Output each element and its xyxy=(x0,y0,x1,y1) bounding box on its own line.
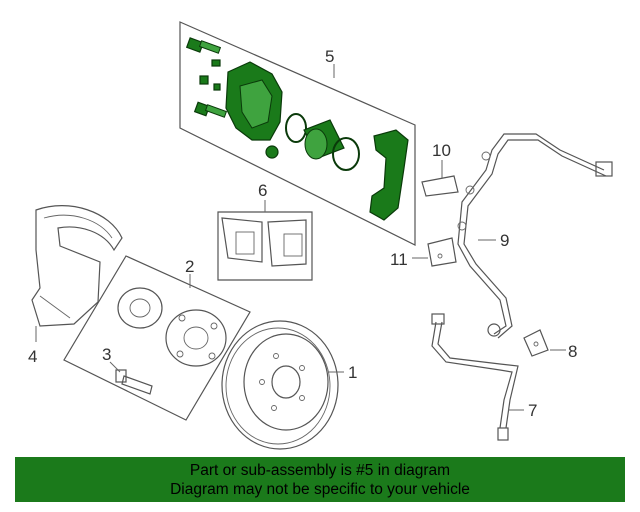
label-8: 8 xyxy=(568,342,577,361)
caliper-assembly-box xyxy=(179,21,416,246)
hub-bolt xyxy=(115,369,153,395)
brake-pad-left xyxy=(221,217,263,263)
brake-pads-box xyxy=(217,211,313,281)
label-2: 2 xyxy=(185,257,194,276)
parts-diagram: 5 6 4 xyxy=(28,21,613,450)
wheel-hub xyxy=(117,287,227,367)
info-banner: Part or sub-assembly is #5 in diagram Di… xyxy=(15,457,625,502)
caliper-boot xyxy=(265,145,279,159)
banner-line-1: Part or sub-assembly is #5 in diagram xyxy=(189,462,451,479)
guide-pin-bolt xyxy=(185,37,222,54)
sensor-head xyxy=(487,323,501,337)
label-4: 4 xyxy=(28,347,37,366)
hub-assembly-group[interactable] xyxy=(63,255,251,421)
label-9: 9 xyxy=(500,231,509,250)
hub-assembly-box xyxy=(63,255,251,421)
caliper-piston xyxy=(303,119,345,160)
bracket-11[interactable] xyxy=(427,237,457,267)
lower-bolt xyxy=(193,101,228,118)
caliper-assembly-group[interactable] xyxy=(179,21,416,246)
brake-rotor[interactable] xyxy=(221,320,339,450)
label-3: 3 xyxy=(102,345,111,364)
caliper-detail xyxy=(239,79,273,129)
bracket-10[interactable] xyxy=(421,175,459,197)
brake-pads-group[interactable] xyxy=(217,211,313,281)
banner-line-2: Diagram may not be specific to your vehi… xyxy=(170,481,470,498)
label-10: 10 xyxy=(432,141,451,160)
hose-fitting-top xyxy=(431,313,445,325)
label-6: 6 xyxy=(258,181,267,200)
caliper-bracket xyxy=(369,129,409,221)
label-5: 5 xyxy=(325,47,334,66)
wire-connector xyxy=(595,161,613,177)
bleeder-screw xyxy=(199,59,221,91)
label-11: 11 xyxy=(390,250,408,269)
brake-hose[interactable] xyxy=(431,313,519,441)
label-7: 7 xyxy=(528,401,537,420)
clip-8[interactable] xyxy=(523,329,549,357)
abs-sensor-wire[interactable] xyxy=(457,133,613,339)
hose-fitting-bottom xyxy=(497,427,509,441)
brake-pad-right xyxy=(267,219,307,267)
dust-boot xyxy=(332,137,360,171)
label-1: 1 xyxy=(348,363,357,382)
piston-seal xyxy=(285,113,307,143)
dust-shield[interactable] xyxy=(31,205,123,327)
